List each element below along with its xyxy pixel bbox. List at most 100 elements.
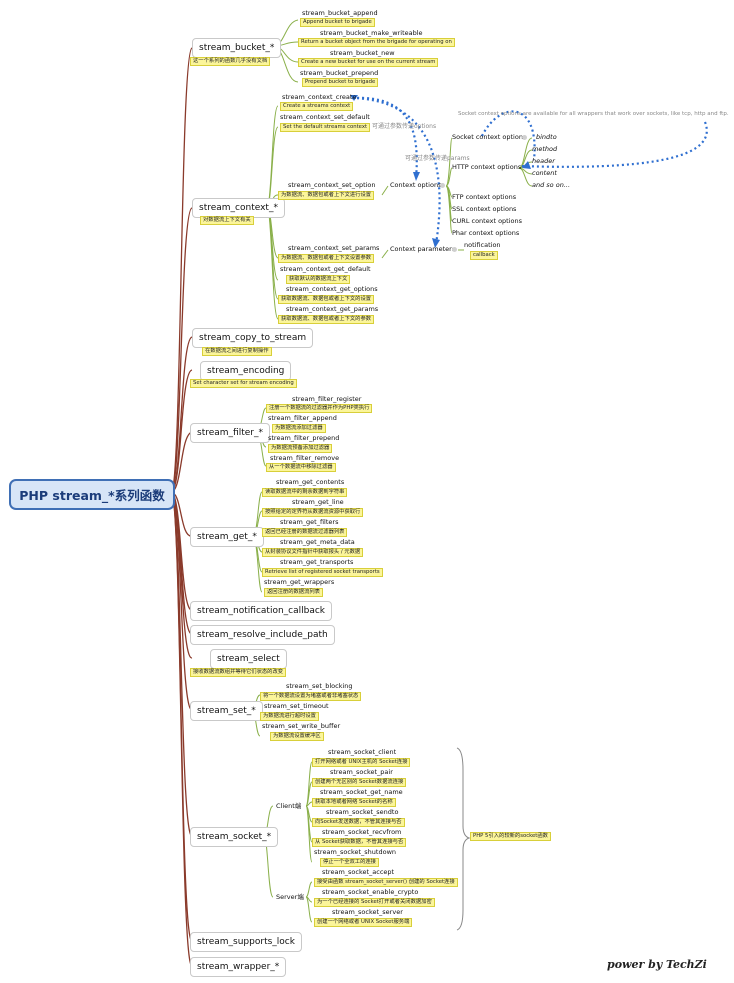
context-item-desc: Create a streams context (280, 102, 354, 112)
socket-client-item-name: stream_socket_get_name (320, 788, 403, 796)
node-stream-resolve-include-path[interactable]: stream_resolve_include_path (190, 625, 335, 645)
collapse-dot-icon[interactable] (452, 247, 457, 252)
node-stream-filter[interactable]: stream_filter_* (190, 423, 270, 443)
context-item-name: stream_context_get_options (286, 285, 378, 293)
http-option: and so on... (532, 181, 571, 189)
set-item-name: stream_set_blocking (286, 682, 353, 690)
note-context: 对数据流上下文有关 (200, 216, 254, 226)
note-bucket: 这一个系列的函数几乎没有文档 (190, 57, 271, 67)
socket-client-item-name: stream_socket_pair (330, 768, 393, 776)
socket-client-item-name: stream_socket_client (328, 748, 397, 756)
option-type: HTTP context options (452, 163, 522, 171)
socket-summary-note: PHP 5引入的较新的socket函数 (470, 832, 551, 842)
node-stream-notification-callback[interactable]: stream_notification_callback (190, 601, 333, 621)
socket-client-item-name: stream_socket_shutdown (314, 848, 397, 856)
filter-item-name: stream_filter_remove (270, 454, 340, 462)
context-item-name: stream_context_set_params (288, 244, 380, 252)
filter-item-name: stream_filter_append (268, 414, 337, 422)
note-select: 接收数据流数组并等待它们状态的改变 (190, 668, 287, 678)
callback-note: callback (470, 251, 498, 261)
collapse-dot-icon[interactable] (522, 135, 527, 140)
bucket-item-desc: Append bucket to brigade (300, 18, 375, 28)
get-item-name: stream_get_line (292, 498, 344, 506)
option-type: SSL context options (452, 205, 517, 213)
note-encoding: Set character set for stream encoding (190, 379, 297, 389)
set-item-desc: 为数据流进行超时设置 (260, 712, 319, 722)
root-node[interactable]: PHP stream_*系列函数 (9, 479, 175, 510)
context-item-name: stream_context_get_params (286, 305, 379, 313)
socket-client-item-desc: 打开网络或者 UNIX主机的 Socket连接 (312, 758, 411, 768)
option-type: FTP context options (452, 193, 517, 201)
context-item-name: stream_context_get_default (280, 265, 371, 273)
socket-server-item-name: stream_socket_server (332, 908, 403, 916)
get-item-name: stream_get_wrappers (264, 578, 335, 586)
context-item-name: stream_context_set_default (280, 113, 370, 121)
set-item-name: stream_set_write_buffer (262, 722, 341, 730)
socket-options-note: Socket context options are available for… (458, 111, 729, 117)
get-item-desc: 按照给定的定界符从数据流资源中获取行 (262, 508, 364, 518)
get-item-name: stream_get_meta_data (280, 538, 355, 546)
filter-item-name: stream_filter_register (292, 395, 362, 403)
node-stream-encoding[interactable]: stream_encoding (200, 361, 292, 381)
socket-server-item-name: stream_socket_enable_crypto (322, 888, 419, 896)
context-item-desc: 获取数据流、数据包或者上下文的参数 (278, 315, 375, 325)
option-type: Socket context options (452, 133, 527, 141)
socket-client-item-desc: 从 Socket获取数据，不管其连接与否 (312, 838, 407, 848)
socket-client-item-desc: 获取本地或者网络 Socket的名称 (312, 798, 396, 808)
option-type: CURL context options (452, 217, 523, 225)
node-stream-bucket[interactable]: stream_bucket_* (192, 38, 282, 58)
context-item-desc: 获取数据流、数据包或者上下文的设置 (278, 295, 375, 305)
context-item-desc: 为数据流、数据包或者上下文设置参数 (278, 254, 375, 264)
bucket-item-desc: Return a bucket object from the brigade … (298, 38, 455, 48)
note-copy: 在数据流之间进行复制操作 (202, 347, 272, 357)
socket-server-item-desc: 创建一个网络或者 UNIX Socket服务端 (314, 918, 413, 928)
bucket-item-name: stream_bucket_new (330, 49, 395, 57)
get-item-desc: 从封装协议文件指针中获取报头 / 元数据 (262, 548, 364, 558)
bucket-item-desc: Prepend bucket to brigade (302, 78, 379, 88)
socket-client-item-desc: 向Socket发送数据，不管其连接与否 (312, 818, 405, 828)
node-stream-set[interactable]: stream_set_* (190, 701, 263, 721)
node-stream-wrapper[interactable]: stream_wrapper_* (190, 957, 287, 977)
option-type: Phar context options (452, 229, 520, 237)
get-item-name: stream_get_contents (276, 478, 345, 486)
socket-server-item-desc: 为一个已经连接的 Socket打开或者关闭数据加密 (314, 898, 435, 908)
socket-server-item-desc: 接受由函数 stream_socket_server() 创建的 Socket连… (314, 878, 458, 888)
context-options-node: Context options (390, 181, 442, 189)
node-stream-get[interactable]: stream_get_* (190, 527, 264, 547)
socket-client-branch: Client端 (276, 802, 302, 810)
hint-params: 可通过参数传递params (405, 155, 470, 162)
get-item-desc: 读取数据流中的剩余数据到字符串 (262, 488, 348, 498)
filter-item-desc: 注册一个数据流的过滤器并作为PHP类执行 (266, 404, 373, 414)
bucket-item-name: stream_bucket_append (302, 9, 378, 17)
get-item-name: stream_get_filters (280, 518, 339, 526)
set-item-desc: 为数据流设置缓冲区 (270, 732, 324, 742)
bucket-item-desc: Create a new bucket for use on the curre… (298, 58, 439, 68)
notification-label: notification (464, 241, 501, 249)
filter-item-name: stream_filter_prepend (268, 434, 340, 442)
collapse-dot-icon[interactable] (440, 183, 445, 188)
socket-server-item-name: stream_socket_accept (322, 868, 395, 876)
node-stream-copy[interactable]: stream_copy_to_stream (192, 328, 314, 348)
http-option: content (532, 169, 557, 177)
context-item-name: stream_context_set_option (288, 181, 376, 189)
socket-server-branch: Server端 (276, 893, 304, 901)
node-stream-context[interactable]: stream_context_* (192, 198, 285, 218)
bucket-item-name: stream_bucket_make_writeable (320, 29, 423, 37)
socket-client-item-desc: 创建两个无区别的 Socket数据流连接 (312, 778, 407, 788)
node-stream-supports-lock[interactable]: stream_supports_lock (190, 932, 302, 952)
node-stream-socket[interactable]: stream_socket_* (190, 827, 279, 847)
context-item-name: stream_context_create (282, 93, 357, 101)
set-item-name: stream_set_timeout (264, 702, 329, 710)
signature: power by TechZi (607, 958, 707, 971)
http-option: header (532, 157, 555, 165)
set-item-desc: 将一个数据流设置为堵塞或者非堵塞状态 (260, 692, 362, 702)
hint-options: 可通过参数传递options (372, 123, 437, 130)
bucket-item-name: stream_bucket_prepend (300, 69, 379, 77)
get-item-desc: 返回注册的数据流列表 (264, 588, 323, 598)
get-item-desc: Retrieve list of registered socket trans… (262, 568, 383, 578)
context-item-desc: 为数据流、数据包或者上下文进行设置 (278, 191, 375, 201)
socket-client-item-name: stream_socket_recvfrom (322, 828, 402, 836)
node-stream-select[interactable]: stream_select (210, 649, 287, 669)
filter-item-desc: 从一个数据流中移除过滤器 (266, 463, 336, 473)
